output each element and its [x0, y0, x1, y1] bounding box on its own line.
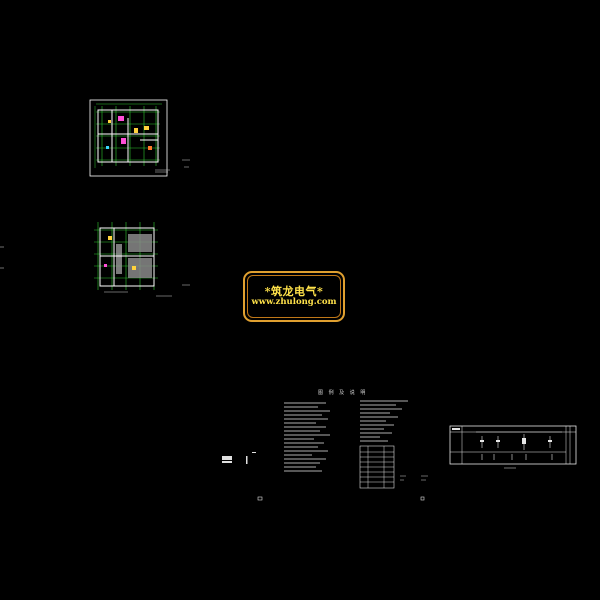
- watermark-badge: *筑龙电气* www.zhulong.com: [243, 271, 345, 322]
- floor-plan-upper[interactable]: [89, 99, 190, 177]
- distribution-schematic[interactable]: [449, 425, 577, 469]
- floor-plan-lower[interactable]: [94, 222, 190, 297]
- legend-title: 图 例 及 说 明: [318, 390, 368, 396]
- legend-and-notes[interactable]: [222, 400, 428, 501]
- watermark-title: *筑龙电气*: [264, 285, 324, 298]
- watermark-url: www.zhulong.com: [251, 297, 337, 307]
